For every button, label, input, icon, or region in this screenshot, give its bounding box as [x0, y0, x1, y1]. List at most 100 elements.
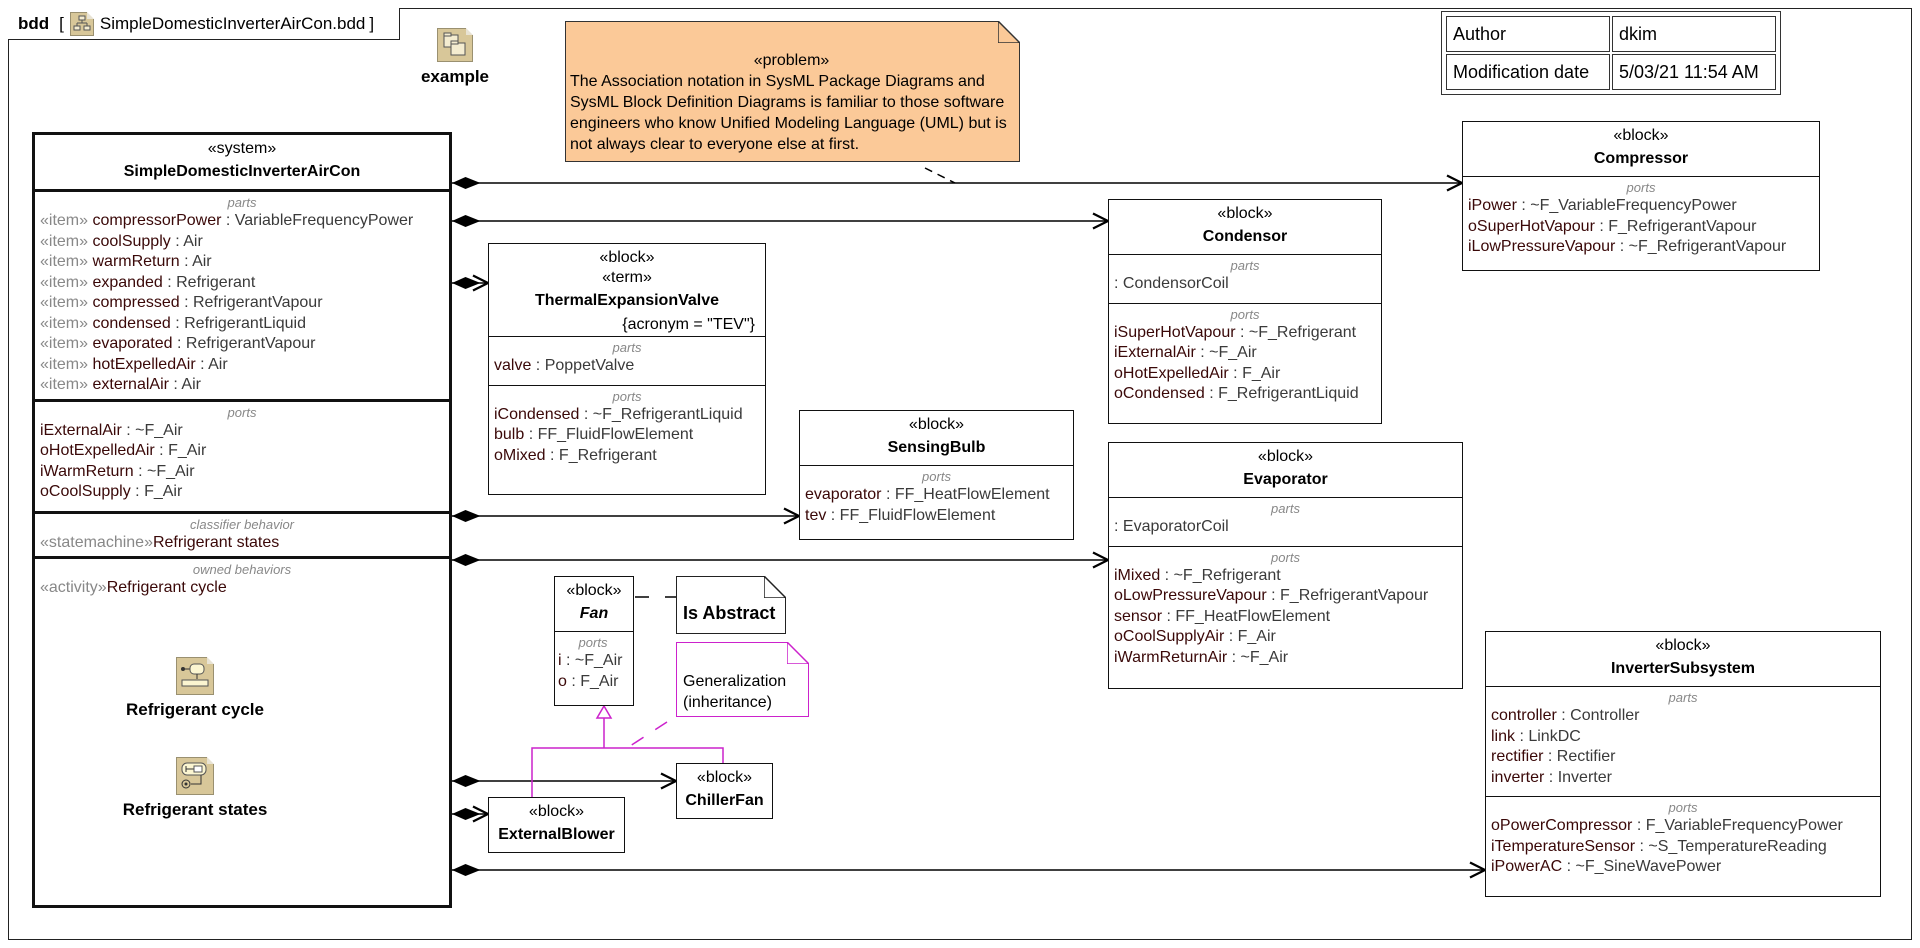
port-row[interactable]: iPower : ~F_VariableFrequencyPower [1468, 196, 1814, 217]
ports-compartment: ports iPower : ~F_VariableFrequencyPower… [1463, 177, 1819, 261]
part-row[interactable]: link : LinkDC [1491, 727, 1875, 748]
activity-shape[interactable]: Refrigerant cycle [95, 657, 295, 720]
port-row[interactable]: oMixed : F_Refrigerant [494, 446, 760, 467]
part-row[interactable]: «item» warmReturn : Air [40, 252, 444, 273]
part-type: : Rectifier [1543, 748, 1616, 765]
block-name: SensingBulb [887, 439, 986, 456]
port-row[interactable]: oCoolSupply : F_Air [40, 482, 444, 503]
port-row[interactable]: iWarmReturn : ~F_Air [40, 462, 444, 483]
part-row[interactable]: inverter : Inverter [1491, 768, 1875, 789]
package-example[interactable]: example [420, 28, 490, 87]
port-type: : FF_FluidFlowElement [524, 426, 694, 443]
part-name: compressed [92, 294, 180, 311]
port-type: : FF_FluidFlowElement [826, 506, 996, 524]
block-thermal-expansion-valve[interactable]: «block» «term» ThermalExpansionValve {ac… [488, 243, 766, 495]
classifier-behavior[interactable]: «statemachine»Refrigerant states [40, 533, 280, 551]
port-name: oCoolSupply [40, 483, 131, 500]
port-row[interactable]: evaporator : FF_HeatFlowElement [805, 485, 1068, 506]
parts-compartment: parts : EvaporatorCoil [1109, 498, 1462, 547]
block-name: SimpleDomesticInverterAirCon [123, 163, 361, 180]
block-evaporator[interactable]: «block» Evaporator parts : EvaporatorCoi… [1108, 442, 1463, 689]
part-row[interactable]: «item» coolSupply : Air [40, 232, 444, 253]
port-row[interactable]: oCoolSupplyAir : F_Air [1114, 627, 1457, 648]
part-row[interactable]: «item» condensed : RefrigerantLiquid [40, 314, 444, 335]
block-sensing-bulb[interactable]: «block» SensingBulb ports evaporator : F… [799, 410, 1074, 540]
port-name: iSuperHotVapour [1114, 323, 1236, 341]
part-type: : VariableFrequencyPower [221, 212, 414, 229]
part-row[interactable]: «item» evaporated : RefrigerantVapour [40, 334, 444, 355]
part-row[interactable]: «item» compressed : RefrigerantVapour [40, 293, 444, 314]
port-row[interactable]: oSuperHotVapour : F_RefrigerantVapour [1468, 217, 1814, 238]
part-row[interactable]: «item» hotExpelledAir : Air [40, 355, 444, 376]
block-condensor[interactable]: «block» Condensor parts : CondensorCoil … [1108, 199, 1382, 424]
port-row[interactable]: iCondensed : ~F_RefrigerantLiquid [494, 405, 760, 426]
port-row[interactable]: i : ~F_Air [558, 651, 628, 672]
part-type: : Refrigerant [162, 273, 256, 291]
problem-text: The Association notation in SysML Packag… [570, 73, 1007, 153]
port-row[interactable]: iTemperatureSensor : ~S_TemperatureReadi… [1491, 837, 1875, 858]
block-compressor[interactable]: «block» Compressor ports iPower : ~F_Var… [1462, 121, 1820, 271]
port-row[interactable]: iPowerAC : ~F_SineWavePower [1491, 857, 1875, 878]
port-row[interactable]: iWarmReturnAir : ~F_Air [1114, 648, 1457, 669]
port-row[interactable]: iExternalAir : ~F_Air [1114, 343, 1376, 364]
block-stereotype: «block» [528, 803, 585, 820]
part-row[interactable]: «item» compressorPower : VariableFrequen… [40, 211, 444, 232]
ports-compartment: ports oPowerCompressor : F_VariableFrequ… [1486, 797, 1880, 881]
port-row[interactable]: iMixed : ~F_Refrigerant [1114, 566, 1457, 587]
port-type: : F_Air [154, 442, 207, 459]
is-abstract-note[interactable]: Is Abstract [676, 576, 786, 634]
port-type: : ~F_Air [1195, 344, 1257, 361]
port-type: : ~S_TemperatureReading [1635, 837, 1827, 855]
problem-note[interactable]: «problem» The Association notation in Sy… [565, 21, 1020, 162]
block-inverter-subsystem[interactable]: «block» InverterSubsystem parts controll… [1485, 631, 1881, 897]
port-row[interactable]: bulb : FF_FluidFlowElement [494, 425, 760, 446]
generalization-note[interactable]: Generalization (inheritance) [676, 642, 809, 717]
diagram-frame [8, 8, 1912, 940]
port-row[interactable]: oCondensed : F_RefrigerantLiquid [1114, 384, 1376, 405]
port-row[interactable]: iExternalAir : ~F_Air [40, 421, 444, 442]
part-type: : Controller [1556, 707, 1640, 724]
part-name: coolSupply [92, 232, 171, 250]
block-system[interactable]: «system» SimpleDomesticInverterAirCon pa… [32, 132, 452, 908]
port-row[interactable]: oLowPressureVapour : F_RefrigerantVapour [1114, 586, 1457, 607]
port-name: iPowerAC [1491, 858, 1563, 875]
block-stereotype: «block» [696, 769, 753, 786]
block-chiller-fan[interactable]: «block» ChillerFan [676, 763, 773, 819]
part-row[interactable]: controller : Controller [1491, 706, 1875, 727]
port-row[interactable]: sensor : FF_HeatFlowElement [1114, 607, 1457, 628]
part-row[interactable]: rectifier : Rectifier [1491, 747, 1875, 768]
port-name: oHotExpelledAir [40, 442, 155, 459]
port-row[interactable]: tev : FF_FluidFlowElement [805, 506, 1068, 527]
state-machine-diagram-icon [176, 757, 214, 795]
part-name: valve [494, 357, 532, 374]
part-type: : EvaporatorCoil [1114, 518, 1229, 535]
port-row[interactable]: oHotExpelledAir : F_Air [40, 441, 444, 462]
statemachine-shape[interactable]: Refrigerant states [95, 757, 295, 820]
part-row[interactable]: : CondensorCoil [1114, 274, 1376, 295]
part-row[interactable]: : EvaporatorCoil [1114, 517, 1457, 538]
part-row[interactable]: «item» externalAir : Air [40, 375, 444, 396]
generalization[interactable] [531, 704, 724, 797]
port-row[interactable]: iSuperHotVapour : ~F_Refrigerant [1114, 323, 1376, 344]
keyword: «item» [40, 294, 89, 311]
keyword: «item» [40, 335, 89, 352]
port-name: oCondensed [1114, 385, 1205, 402]
block-stereotype: «block» [1655, 637, 1711, 654]
port-row[interactable]: iLowPressureVapour : ~F_RefrigerantVapou… [1468, 237, 1814, 258]
info-value: 5/03/21 11:54 AM [1612, 54, 1776, 90]
part-name: externalAir [92, 376, 169, 393]
port-row[interactable]: oHotExpelledAir : F_Air [1114, 364, 1376, 385]
block-external-blower[interactable]: «block» ExternalBlower [488, 797, 625, 853]
port-row[interactable]: o : F_Air [558, 672, 628, 693]
diagram-name[interactable]: SimpleDomesticInverterAirCon.bdd [99, 13, 366, 33]
info-value: dkim [1612, 16, 1776, 52]
part-row[interactable]: valve : PoppetValve [494, 356, 760, 377]
port-row[interactable]: oPowerCompressor : F_VariableFrequencyPo… [1491, 816, 1875, 837]
owned-behavior[interactable]: «activity»Refrigerant cycle [40, 579, 227, 596]
port-name: iMixed [1114, 566, 1161, 584]
part-row[interactable]: «item» expanded : Refrigerant [40, 273, 444, 294]
parts-compartment: parts «item» compressorPower : VariableF… [35, 192, 449, 402]
